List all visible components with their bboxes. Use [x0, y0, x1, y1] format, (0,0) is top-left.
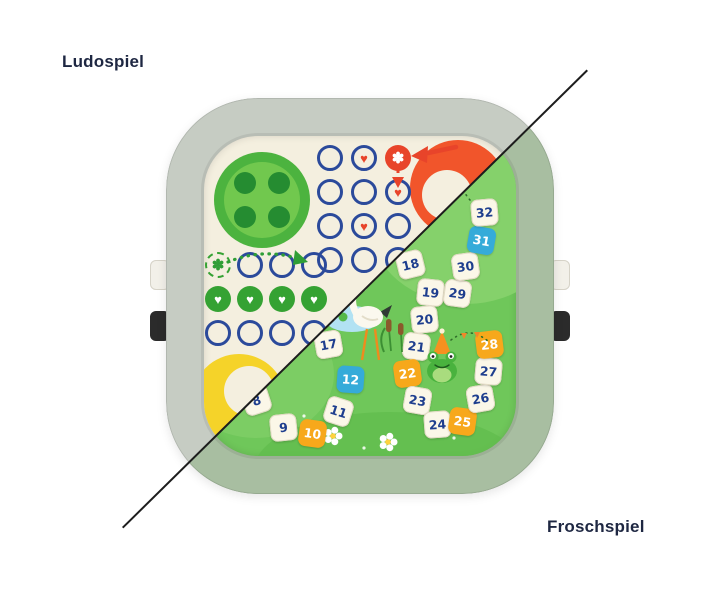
ludo-cell-green-heart: ♥: [301, 286, 327, 312]
home-dot: [234, 172, 256, 194]
ludo-cell-blue: [269, 252, 295, 278]
frog-icon: [427, 328, 457, 383]
ludo-cell-green-heart: ♥: [269, 286, 295, 312]
red-dashed-arrow-icon: [392, 170, 404, 188]
ludo-cell-flower-green: ✽: [205, 252, 231, 278]
ludo-cell-blue: [269, 320, 295, 346]
left-black-latch: [150, 311, 170, 341]
ludo-cell-green-heart: ♥: [205, 286, 231, 312]
green-dotted-arrow-icon: [226, 250, 308, 265]
party-garland-icon: [450, 332, 489, 342]
home-dot: [234, 206, 256, 228]
ludo-arrows: [226, 144, 459, 265]
red-start-arrow-icon: [411, 144, 459, 163]
ludo-cell-blue: [317, 179, 343, 205]
frog-label: Froschspiel: [547, 517, 645, 536]
ludo-cell-blue: [237, 320, 263, 346]
ludo-cell-blue: [237, 252, 263, 278]
flower-icon: [324, 426, 343, 446]
grass-dot: [362, 446, 366, 450]
green-home-circle: [214, 152, 310, 248]
ludo-cell-green-heart: ♥: [237, 286, 263, 312]
game-case: ♥✽♥♥✽♥♥♥♥: [166, 98, 554, 494]
ludo-cell-flower-red: ✽: [385, 145, 411, 171]
ludo-cell-blue: [351, 247, 377, 273]
home-dot: [268, 206, 290, 228]
home-dot: [268, 172, 290, 194]
right-white-latch: [550, 260, 570, 290]
ludo-label: Ludospiel: [62, 52, 145, 71]
right-black-latch: [550, 311, 570, 341]
ludo-cell-blue: [301, 252, 327, 278]
ludo-cell-heart-red: ♥: [351, 213, 377, 239]
ludo-cell-blue: [317, 145, 343, 171]
ludo-cell-heart-red: ♥: [351, 145, 377, 171]
flower-icon: [379, 432, 398, 452]
grass-dot: [302, 414, 306, 418]
ludo-cell-blue: [385, 213, 411, 239]
ludo-cell-blue: [317, 213, 343, 239]
cattails-icon: [380, 319, 404, 353]
ludo-cell-blue: [351, 179, 377, 205]
left-white-latch: [150, 260, 170, 290]
grass-dot: [452, 436, 456, 440]
ludo-grid: ♥✽♥♥✽♥♥♥♥: [204, 136, 516, 456]
ludo-cell-blue: [205, 320, 231, 346]
